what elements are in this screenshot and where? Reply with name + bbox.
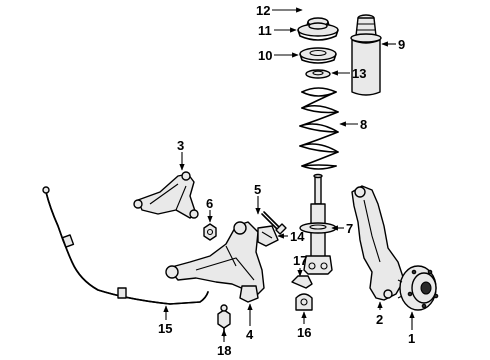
callout-12: 12 [256, 3, 270, 18]
part-3-upper-control-arm [133, 171, 199, 219]
callout-13: 13 [352, 66, 366, 81]
strut-rod [313, 173, 323, 205]
part-14-bushing [257, 225, 279, 247]
callout-3: 3 [177, 138, 184, 153]
part-15-stabilizer-bar [42, 186, 209, 305]
callout-5: 5 [254, 182, 261, 197]
part-6-nut [203, 223, 217, 241]
part-8-coil-spring [299, 87, 339, 170]
part-5-bolt [261, 211, 287, 235]
callout-16: 16 [297, 325, 311, 340]
part-4-lower-control-arm [165, 221, 265, 303]
part-17-bushing-bracket [291, 275, 313, 289]
part-2-steering-knuckle [351, 185, 405, 301]
callout-10: 10 [258, 48, 272, 63]
part-10-bearing [299, 47, 337, 64]
callout-6: 6 [206, 196, 213, 211]
callout-1: 1 [408, 331, 415, 346]
callout-7: 7 [346, 221, 353, 236]
callout-labels: 12 11 10 13 9 8 7 3 5 6 14 4 2 1 15 16 1… [158, 3, 415, 358]
part-9-dust-boot [350, 14, 382, 96]
callout-11: 11 [258, 23, 272, 38]
part-1-hub-bearing [397, 265, 439, 311]
leader-lines [163, 7, 415, 342]
callout-18: 18 [217, 343, 231, 358]
part-13-spring-seat-ring [305, 69, 331, 79]
callout-2: 2 [376, 312, 383, 327]
callout-14: 14 [290, 229, 305, 244]
callout-17: 17 [293, 253, 307, 268]
part-11-strut-mount [297, 22, 339, 41]
part-16-stabilizer-bushing [295, 293, 313, 311]
part-7-strut-assembly [299, 203, 337, 275]
callout-8: 8 [360, 117, 367, 132]
callout-15: 15 [158, 321, 172, 336]
callout-4: 4 [246, 327, 254, 342]
callout-9: 9 [398, 37, 405, 52]
